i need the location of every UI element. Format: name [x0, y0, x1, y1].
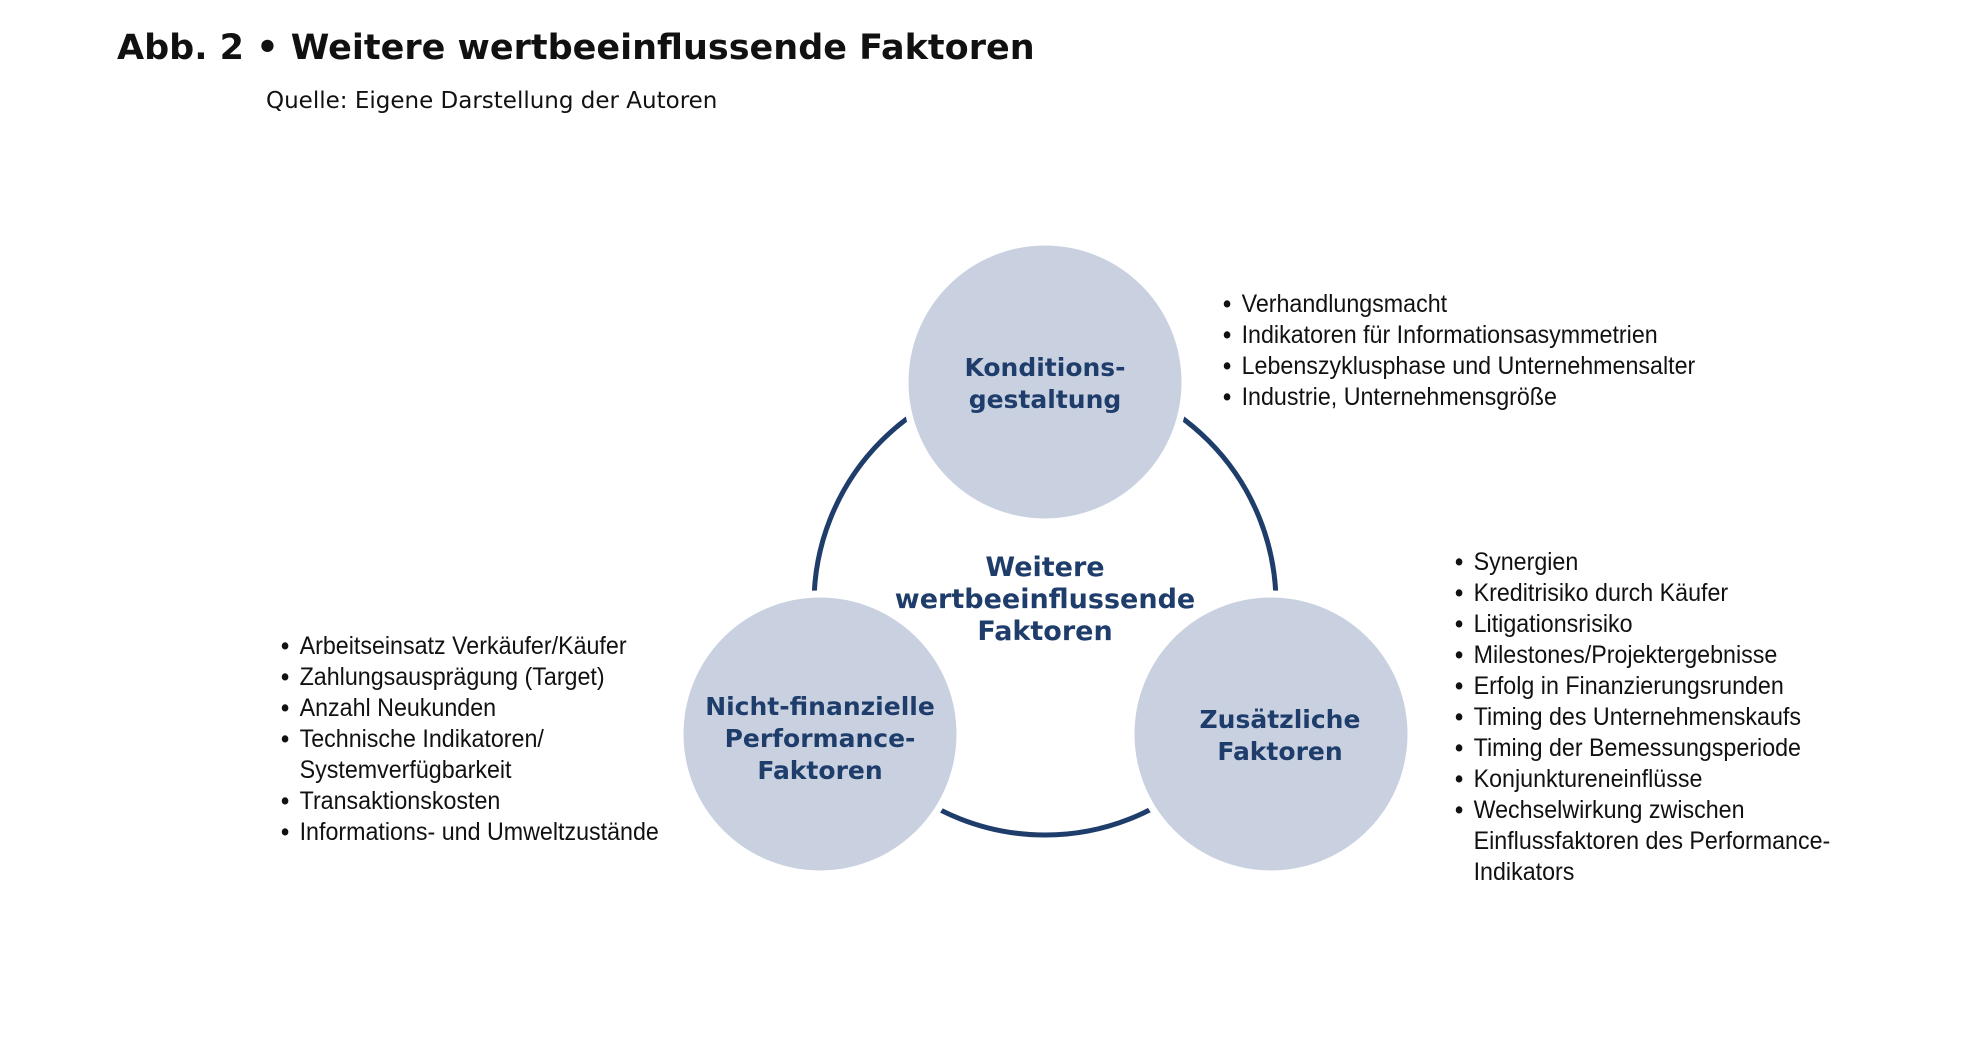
list-item: Timing des Unternehmenskaufs	[1455, 702, 1830, 733]
node-circle-left	[676, 590, 964, 878]
list-item: Anzahl Neukunden	[281, 693, 659, 724]
list-item: Erfolg in Finanzierungsrunden	[1455, 671, 1830, 702]
factor-list-left: Arbeitseinsatz Verkäufer/Käufer Zahlungs…	[281, 631, 659, 848]
node-label-right: Zusätzliche Faktoren	[1199, 705, 1361, 766]
list-item: Milestones/Projektergebnisse	[1455, 640, 1830, 671]
node-circle-top	[901, 238, 1189, 526]
list-item: Konjunktureneinflüsse	[1455, 764, 1830, 795]
list-item: Verhandlungsmacht	[1223, 289, 1695, 320]
factor-list-top: Verhandlungsmacht Indikatoren für Inform…	[1223, 289, 1695, 413]
list-item: Industrie, Unternehmensgröße	[1223, 382, 1695, 413]
list-item: Technische Indikatoren/ Systemverfügbark…	[281, 724, 659, 786]
node-circle-right	[1127, 590, 1415, 878]
list-item: Indikatoren für Informationsasymmetrien	[1223, 320, 1695, 351]
figure-title: Abb. 2 • Weitere wertbeeinflussende Fakt…	[117, 28, 1035, 68]
list-item: Wechselwirkung zwischen Einflussfaktoren…	[1455, 795, 1830, 888]
list-item: Kreditrisiko durch Käufer	[1455, 578, 1830, 609]
list-item: Arbeitseinsatz Verkäufer/Käufer	[281, 631, 659, 662]
list-item: Transaktionskosten	[281, 786, 659, 817]
factor-list-right: Synergien Kreditrisiko durch Käufer Liti…	[1455, 547, 1830, 888]
list-item: Litigationsrisiko	[1455, 609, 1830, 640]
list-item: Zahlungsausprägung (Target)	[281, 662, 659, 693]
list-item: Informations- und Umweltzustände	[281, 817, 659, 848]
node-label-left: Nicht-finanzielle Performance- Faktoren	[705, 692, 935, 785]
list-item: Timing der Bemessungsperiode	[1455, 733, 1830, 764]
list-item: Lebenszyklusphase und Unternehmensalter	[1223, 351, 1695, 382]
center-label: Weitere wertbeeinflussende Faktoren	[894, 552, 1196, 647]
node-label-top: Konditions- gestaltung	[964, 353, 1126, 414]
list-item: Synergien	[1455, 547, 1830, 578]
figure-source: Quelle: Eigene Darstellung der Autoren	[266, 88, 718, 114]
